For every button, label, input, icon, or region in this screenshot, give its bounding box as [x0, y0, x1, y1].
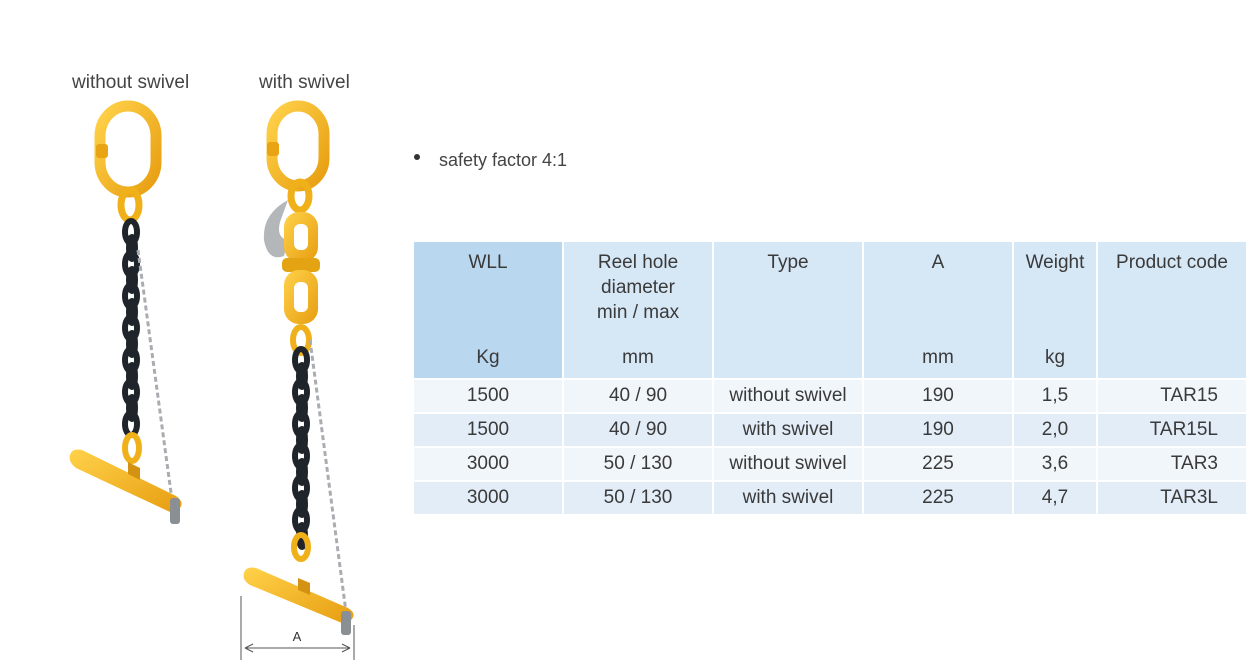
- dimension-a-label: A: [293, 629, 302, 644]
- black-chain-left: [122, 218, 140, 438]
- silver-chain-right: [308, 339, 348, 613]
- sling-without-swivel-image: [69, 100, 182, 524]
- cell-type: with swivel: [714, 480, 862, 514]
- cell-product-code: TAR15L: [1098, 412, 1246, 446]
- table-row: 1500 40 / 90 with swivel 190 2,0 TAR15L: [414, 412, 1246, 446]
- header-wll: WLL Kg: [414, 242, 562, 378]
- cell-a: 225: [864, 480, 1012, 514]
- cell-wll: 1500: [414, 378, 562, 412]
- silver-chain-left: [136, 249, 174, 501]
- table-header-row: WLL Kg Reel hole diameter min / max mm T…: [414, 242, 1246, 378]
- cell-weight: 4,7: [1014, 480, 1096, 514]
- chain-link: [126, 298, 138, 326]
- reel-bar-right: [243, 567, 354, 623]
- dimension-a: A: [240, 596, 355, 660]
- master-link-right: [266, 100, 330, 192]
- table-row: 3000 50 / 130 without swivel 225 3,6 TAR…: [414, 446, 1246, 480]
- cell-weight: 1,5: [1014, 378, 1096, 412]
- cell-reel-hole: 50 / 130: [564, 480, 712, 514]
- chain-link: [126, 234, 138, 262]
- reel-bar-left: [69, 449, 182, 512]
- chain-link: [296, 426, 308, 454]
- cell-reel-hole: 50 / 130: [564, 446, 712, 480]
- table-row: 1500 40 / 90 without swivel 190 1,5 TAR1…: [414, 378, 1246, 412]
- safety-factor-bullet: safety factor 4:1: [414, 150, 567, 171]
- header-reel-hole: Reel hole diameter min / max mm: [564, 242, 712, 378]
- cell-weight: 3,6: [1014, 446, 1096, 480]
- cell-product-code: TAR3: [1098, 446, 1246, 480]
- cell-wll: 3000: [414, 480, 562, 514]
- cell-a: 225: [864, 446, 1012, 480]
- chain-link: [296, 490, 308, 518]
- chain-sling-illustrations: A: [69, 100, 355, 660]
- caption-with-swivel: with swivel: [259, 72, 350, 93]
- cell-product-code: TAR3L: [1098, 480, 1246, 514]
- cell-product-code: TAR15: [1098, 378, 1246, 412]
- chain-link: [126, 362, 138, 390]
- cell-wll: 3000: [414, 446, 562, 480]
- bullet-dot: [414, 153, 420, 160]
- header-type: Type: [714, 242, 862, 378]
- chain-link: [296, 394, 308, 422]
- chain-link: [296, 458, 308, 486]
- cell-reel-hole: 40 / 90: [564, 412, 712, 446]
- header-product-code: Product code: [1098, 242, 1246, 378]
- cell-a: 190: [864, 378, 1012, 412]
- cell-wll: 1500: [414, 412, 562, 446]
- cell-a: 190: [864, 412, 1012, 446]
- sling-with-swivel-image: [243, 100, 354, 635]
- cell-type: without swivel: [714, 378, 862, 412]
- cell-type: without swivel: [714, 446, 862, 480]
- spec-table: WLL Kg Reel hole diameter min / max mm T…: [412, 242, 1248, 514]
- chain-link: [126, 330, 138, 358]
- black-chain-right: [292, 346, 310, 550]
- cell-weight: 2,0: [1014, 412, 1096, 446]
- caption-without-swivel: without swivel: [72, 72, 190, 93]
- table-row: 3000 50 / 130 with swivel 225 4,7 TAR3L: [414, 480, 1246, 514]
- hook-right: [263, 200, 288, 258]
- cell-reel-hole: 40 / 90: [564, 378, 712, 412]
- safety-factor-text: safety factor 4:1: [439, 150, 568, 170]
- chain-link: [126, 394, 138, 422]
- chain-link: [126, 266, 138, 294]
- master-link-left: [94, 100, 162, 198]
- cell-type: with swivel: [714, 412, 862, 446]
- header-a: A mm: [864, 242, 1012, 378]
- header-weight: Weight kg: [1014, 242, 1096, 378]
- chain-link: [296, 362, 308, 390]
